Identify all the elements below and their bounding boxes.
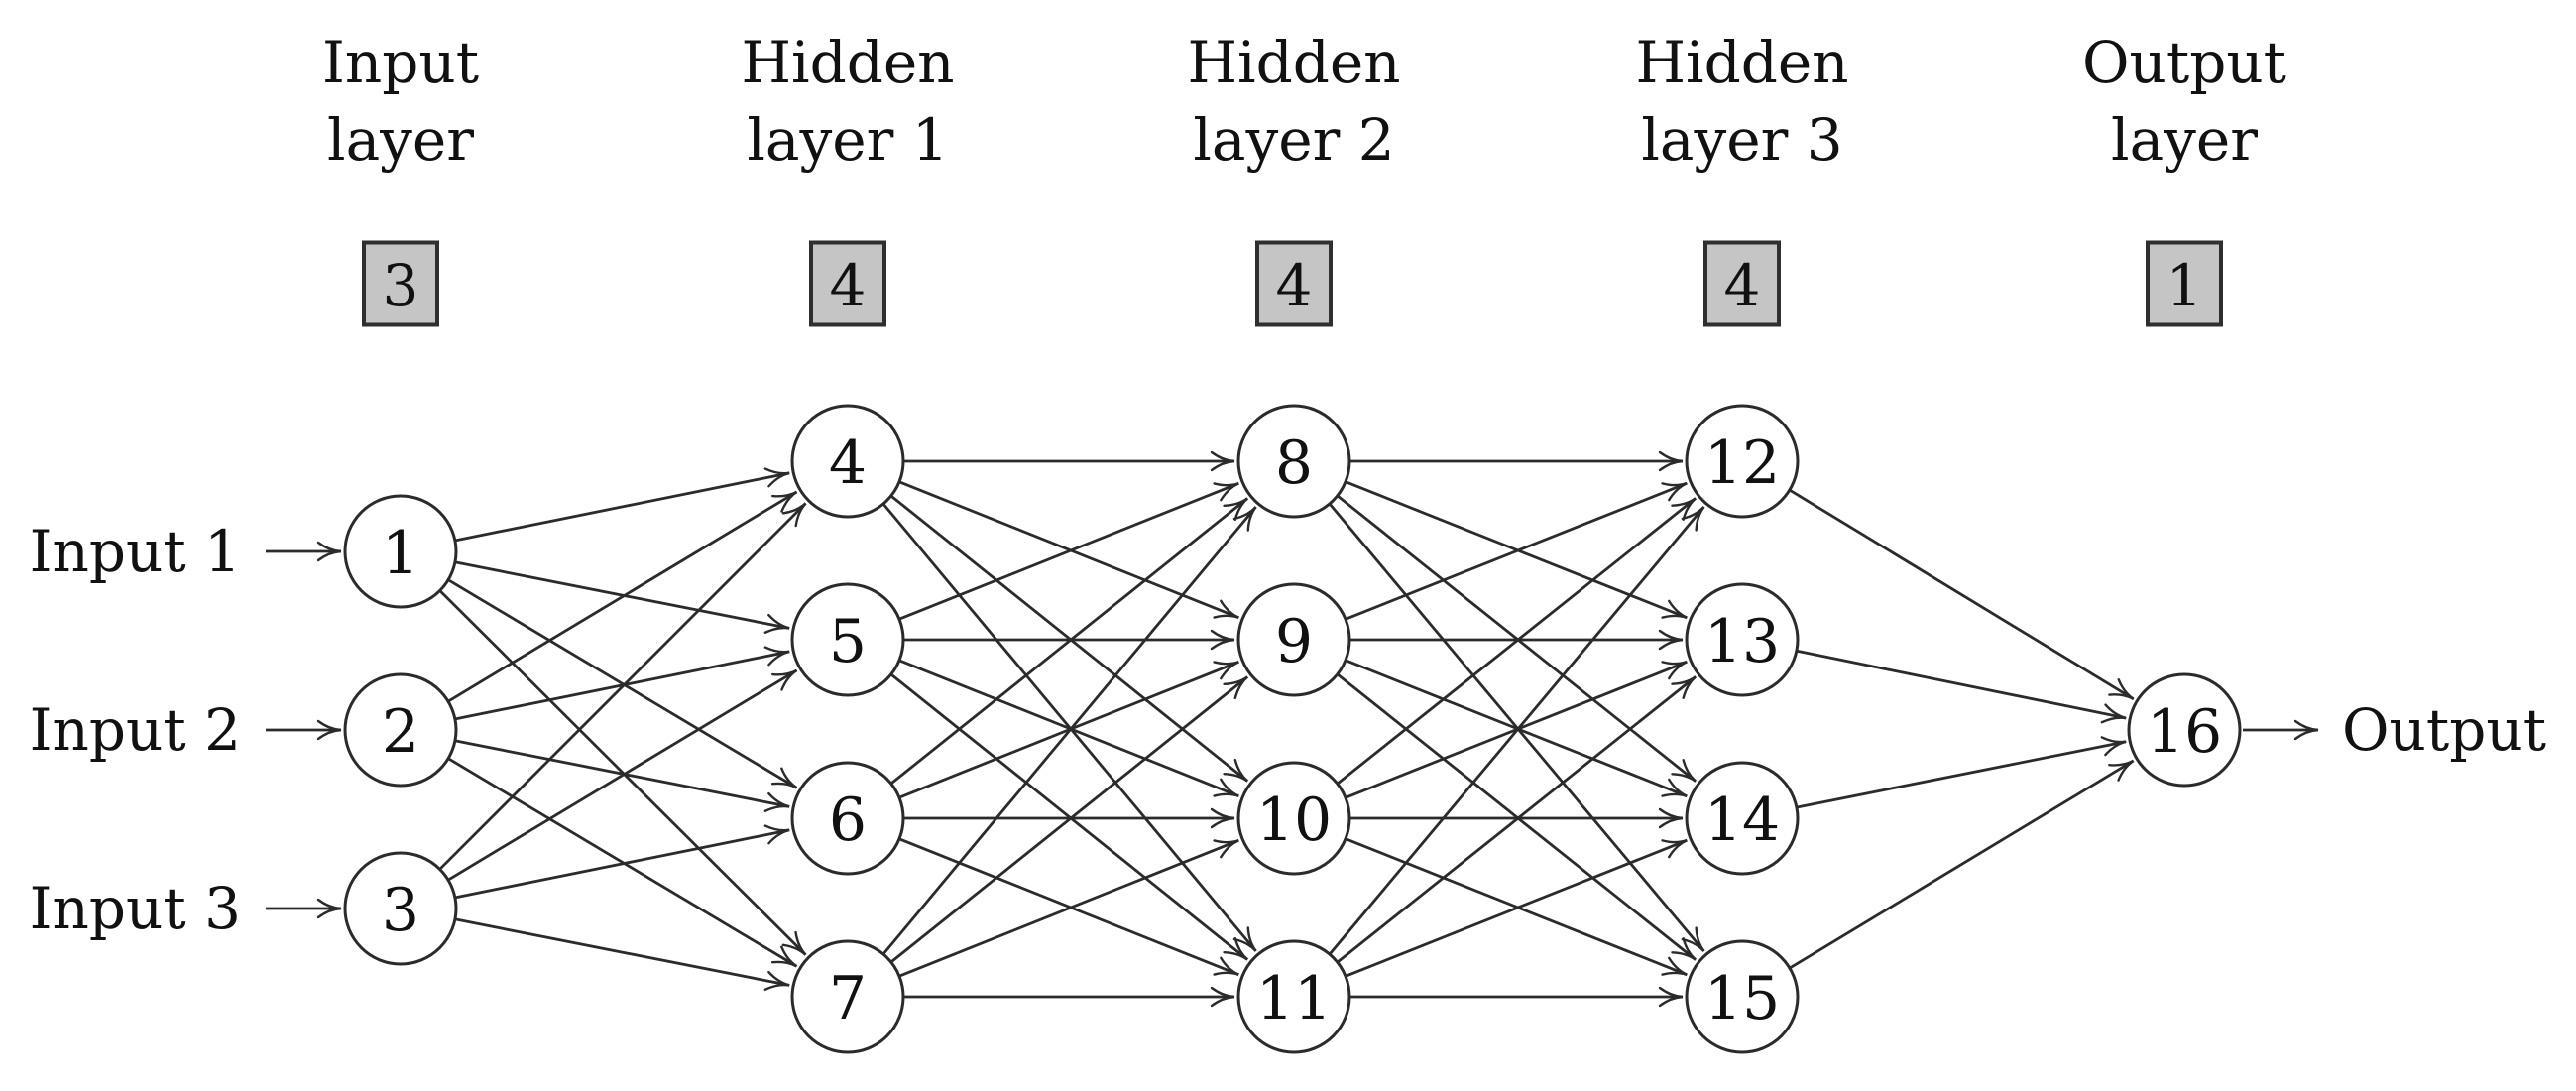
edge-14-16 xyxy=(1797,736,2127,809)
edge-1-4 xyxy=(455,467,790,543)
node-1 xyxy=(343,494,458,609)
edge-3-7 xyxy=(455,917,790,991)
node-label-15: 15 xyxy=(1704,964,1780,1033)
node-9 xyxy=(1236,582,1351,697)
node-label-8: 8 xyxy=(1275,428,1313,498)
edge-12-16 xyxy=(1789,489,2135,701)
edge-9-12 xyxy=(1346,481,1688,621)
node-5 xyxy=(790,582,905,697)
node-7 xyxy=(790,939,905,1054)
node-label-10: 10 xyxy=(1256,786,1332,855)
node-label-2: 2 xyxy=(382,697,419,767)
edge-3-4 xyxy=(439,502,807,870)
edge-7-10 xyxy=(899,838,1239,978)
node-label-6: 6 xyxy=(829,786,867,855)
node-label-1: 1 xyxy=(382,519,419,588)
edge-15-16 xyxy=(1790,759,2135,969)
node-label-9: 9 xyxy=(1275,607,1313,676)
count-badge-hidden-3 xyxy=(1703,240,1781,327)
count-badge-label-hidden-2: 4 xyxy=(1276,252,1313,319)
node-3 xyxy=(343,851,458,966)
node-13 xyxy=(1685,582,1800,697)
edge-7-9 xyxy=(890,675,1249,963)
count-badge-output xyxy=(2146,240,2223,327)
node-label-4: 4 xyxy=(829,428,867,498)
count-badge-hidden-1 xyxy=(809,240,886,327)
edge-3-6 xyxy=(455,824,790,900)
node-2 xyxy=(343,672,458,788)
input-label-3: Input 3 xyxy=(30,875,241,942)
node-15 xyxy=(1685,939,1800,1054)
count-badge-hidden-2 xyxy=(1255,240,1333,327)
edge-11-14 xyxy=(1346,838,1688,978)
edge-6-8 xyxy=(890,497,1249,785)
node-14 xyxy=(1685,761,1800,876)
count-badge-label-hidden-3: 4 xyxy=(1724,252,1761,319)
edge-11-12 xyxy=(1329,506,1705,955)
count-badge-input xyxy=(362,240,439,327)
node-label-13: 13 xyxy=(1704,607,1780,676)
node-16 xyxy=(2127,672,2242,788)
node-label-14: 14 xyxy=(1704,786,1780,855)
count-badge-label-input: 3 xyxy=(383,252,419,319)
node-11 xyxy=(1236,939,1351,1054)
node-12 xyxy=(1685,404,1800,519)
node-label-12: 12 xyxy=(1704,428,1780,498)
node-label-16: 16 xyxy=(2147,697,2222,767)
edge-3-5 xyxy=(448,668,798,881)
count-badge-label-output: 1 xyxy=(2166,252,2203,319)
edge-10-12 xyxy=(1337,497,1697,785)
node-6 xyxy=(790,761,905,876)
output-label: Output xyxy=(2342,696,2546,764)
node-label-5: 5 xyxy=(829,607,867,676)
edge-2-4 xyxy=(448,490,798,702)
input-label-2: Input 2 xyxy=(30,696,241,764)
node-label-7: 7 xyxy=(829,964,867,1033)
node-label-11: 11 xyxy=(1256,964,1332,1033)
node-8 xyxy=(1236,404,1351,519)
node-4 xyxy=(790,404,905,519)
edge-7-8 xyxy=(882,506,1257,955)
node-label-3: 3 xyxy=(382,876,419,945)
edge-11-13 xyxy=(1337,675,1697,963)
edge-13-16 xyxy=(1797,650,2127,724)
node-10 xyxy=(1236,761,1351,876)
count-badge-label-hidden-1: 4 xyxy=(830,252,867,319)
input-label-1: Input 1 xyxy=(30,518,241,585)
edge-5-8 xyxy=(899,481,1239,621)
